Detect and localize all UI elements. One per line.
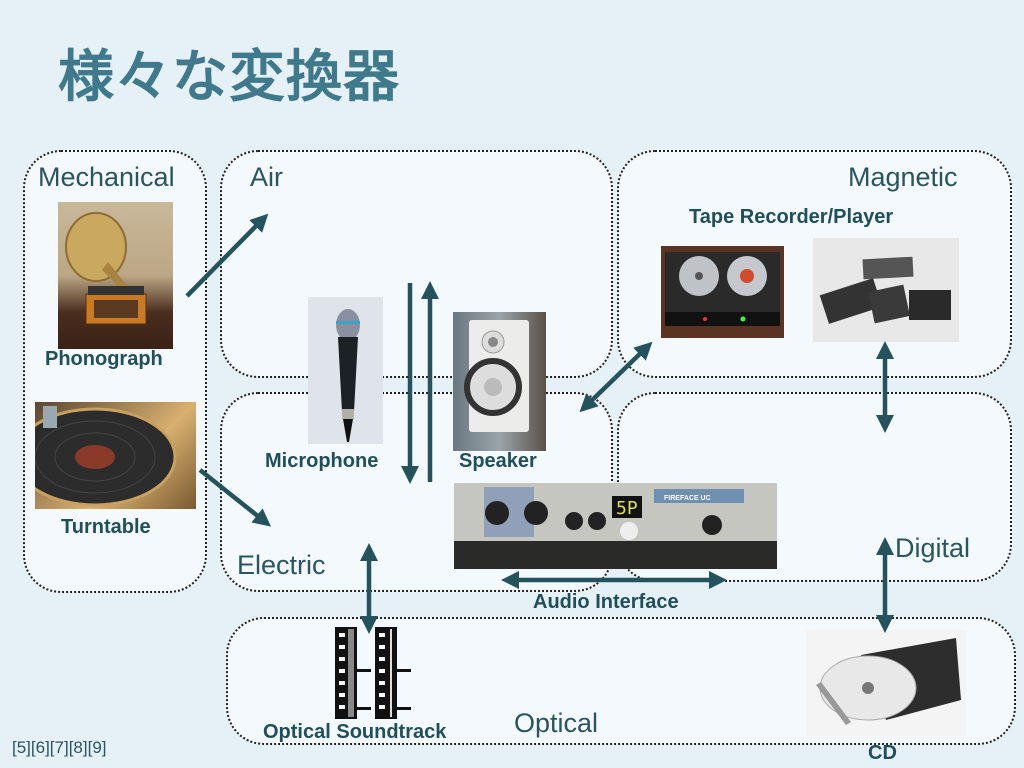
label-optical: Optical xyxy=(514,708,599,738)
label-electric: Electric xyxy=(237,550,326,580)
optical-soundtrack-label: Optical Soundtrack xyxy=(263,721,447,743)
turntable-label: Turntable xyxy=(61,516,151,538)
arrow-electric-magnetic xyxy=(613,341,653,380)
slide-title: 様々な変換器 xyxy=(58,45,400,110)
label-magnetic: Magnetic xyxy=(848,162,958,192)
references: [5][6][7][8][9] xyxy=(12,738,107,757)
phonograph-image xyxy=(58,202,173,349)
interface-display: 5P xyxy=(616,498,638,519)
microphone-label: Microphone xyxy=(265,450,379,472)
arrow-phonograph-to-air xyxy=(185,213,269,298)
turntable-image xyxy=(35,402,196,509)
speaker-image xyxy=(453,312,546,451)
optical-soundtrack-image xyxy=(335,627,413,719)
label-digital: Digital xyxy=(895,533,971,563)
label-air: Air xyxy=(250,162,283,192)
interface-brand: FIREFACE UC xyxy=(664,495,711,502)
label-mechanical: Mechanical xyxy=(38,162,175,192)
tape-label: Tape Recorder/Player xyxy=(689,206,894,228)
arrow-magnetic-electric xyxy=(579,376,617,413)
arrow-turntable-to-electric xyxy=(198,468,272,527)
audio-interface-image: 5P FIREFACE UC xyxy=(454,483,777,569)
cd-label: CD xyxy=(868,742,897,764)
speaker-label: Speaker xyxy=(459,450,537,472)
microphone-image xyxy=(308,297,383,444)
reel-tape-recorder-image xyxy=(661,246,784,338)
audio-interface-label: Audio Interface xyxy=(533,591,679,613)
phonograph-label: Phonograph xyxy=(45,348,163,370)
cd-drive-image xyxy=(806,630,966,736)
region-air xyxy=(220,150,613,378)
cassette-tapes-image xyxy=(813,238,959,342)
